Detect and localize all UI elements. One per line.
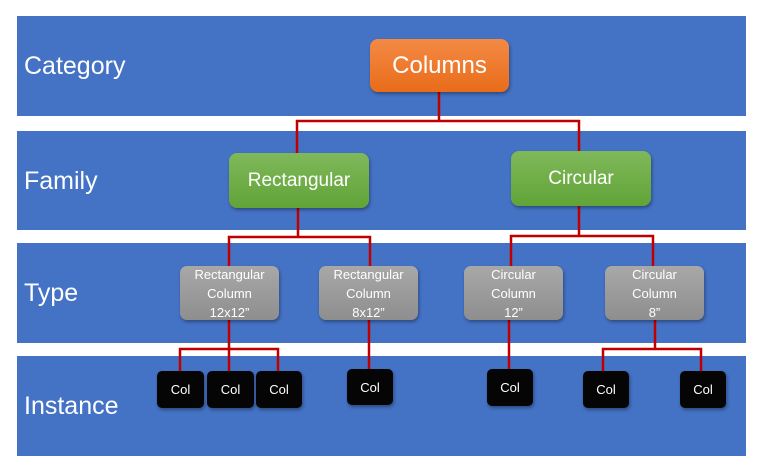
connector-rect-types: [227, 208, 372, 266]
connector-type1-instances: [178, 320, 280, 371]
node-category-columns: Columns: [370, 39, 509, 92]
node-instance: Col: [157, 371, 204, 408]
node-instance: Col: [583, 371, 629, 408]
level-label-category: Category: [24, 52, 126, 80]
node-family-rectangular: Rectangular: [229, 153, 369, 208]
node-instance: Col: [680, 371, 726, 408]
node-family-circular: Circular: [511, 151, 651, 206]
node-type-rect-12x12: Rectangular Column 12x12”: [180, 266, 279, 320]
level-label-family: Family: [24, 167, 98, 195]
node-instance: Col: [347, 369, 393, 405]
node-type-circ-12: Circular Column 12”: [464, 266, 563, 320]
level-label-type: Type: [24, 279, 79, 307]
node-instance: Col: [487, 369, 533, 406]
level-label-instance: Instance: [24, 392, 119, 420]
node-type-circ-8: Circular Column 8”: [605, 266, 704, 320]
node-instance: Col: [256, 371, 302, 408]
connector-type4-instances: [601, 320, 703, 371]
connector-circ-types: [509, 206, 655, 266]
connector-category-family: [295, 92, 581, 153]
node-instance: Col: [207, 371, 254, 408]
node-type-rect-8x12: Rectangular Column 8x12”: [319, 266, 418, 320]
